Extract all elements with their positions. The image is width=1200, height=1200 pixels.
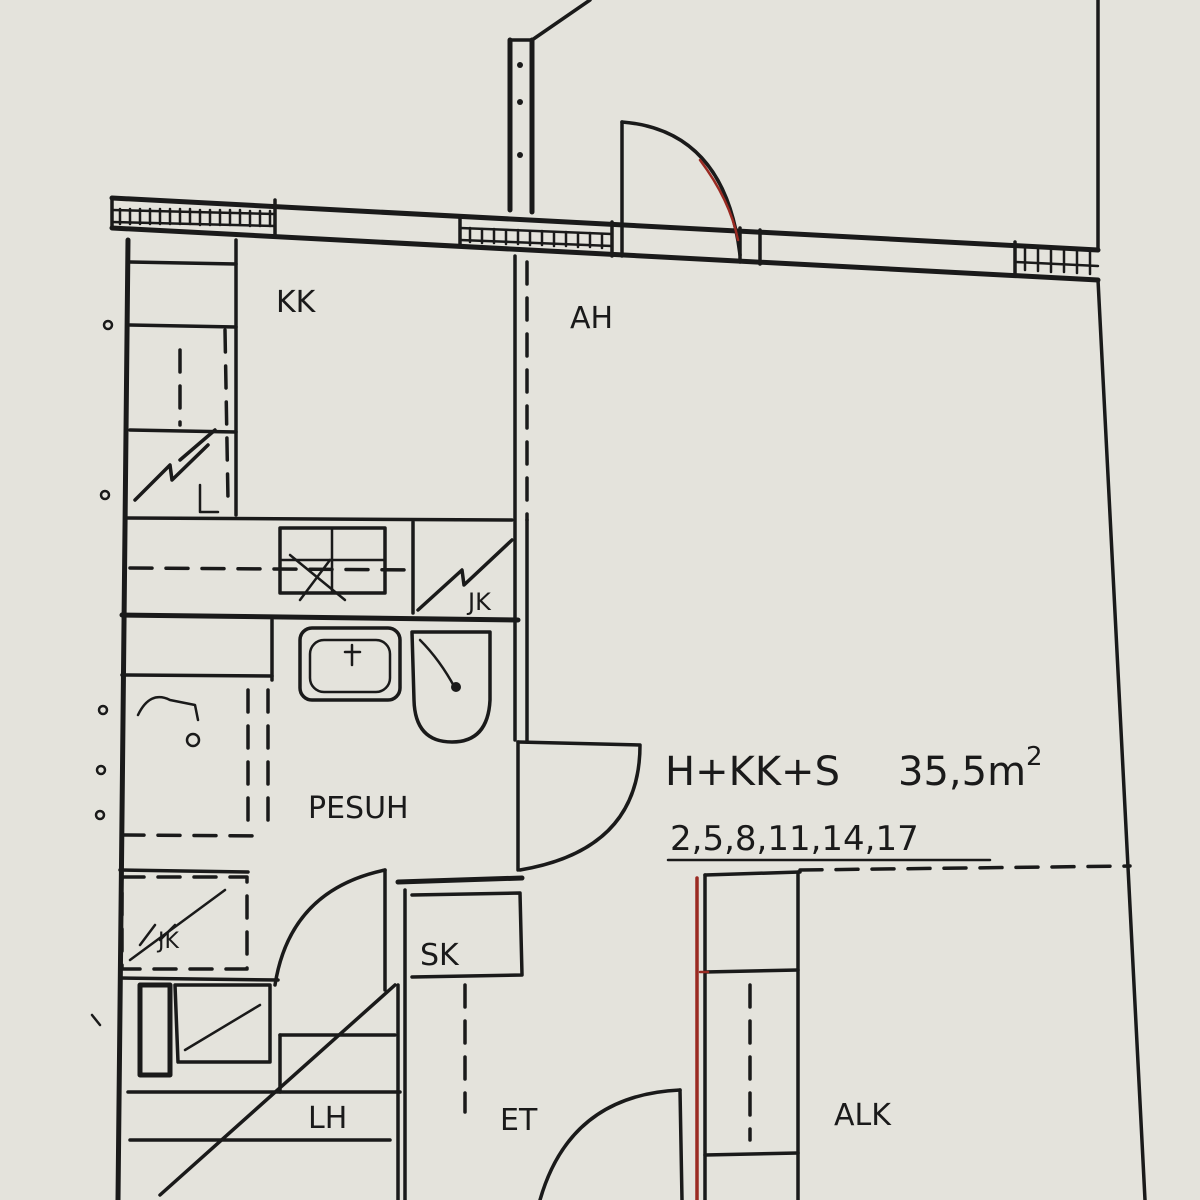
floor-numbers: 2,5,8,11,14,17 [670,819,919,859]
apartment-area: 35,5m2 [898,742,1043,795]
alcove-boundary [798,864,1132,872]
balcony-wall [507,0,592,215]
room-label-jk-lower: JK [156,929,179,954]
balcony-door [620,120,742,258]
shower-fixture [136,695,201,748]
cabinet-jk-upper [411,520,514,615]
storage-lh [90,982,402,1200]
bathroom-door-arc [516,740,642,872]
kitchen-counter-dashed [128,566,417,572]
room-label-ah: AH [570,301,613,336]
cabinet-jk-lower [120,875,249,971]
bathroom-entry-door [118,868,387,992]
area-exponent: 2 [1026,742,1043,772]
kitchen-fixtures [128,238,238,517]
apartment-type: H+KK+S [665,749,840,795]
room-label-lh: LH [308,1101,347,1136]
toilet [410,630,492,744]
area-value: 35,5 [898,749,987,795]
wall-kk-ah [513,254,529,744]
sink [298,626,402,702]
exterior-wall-right [1096,278,1147,1200]
entry-door-jamb [678,1088,684,1200]
area-unit: m [987,749,1026,795]
closet-sk [395,875,525,1200]
wardrobe-alk [695,870,802,1200]
room-label-kk: KK [276,285,317,320]
bathroom-walls [118,612,521,874]
room-label-pesuh: PESUH [308,791,409,826]
exterior-wall-top [109,195,1101,283]
appliance-box [278,526,387,602]
kitchen-divider [123,516,514,522]
room-label-alk: ALK [834,1098,892,1133]
room-label-jk-upper: JK [466,588,492,616]
entry-door-et [538,1088,682,1200]
exterior-wall-left [94,237,131,1200]
room-label-sk: SK [420,938,460,973]
room-label-et: ET [500,1103,538,1138]
